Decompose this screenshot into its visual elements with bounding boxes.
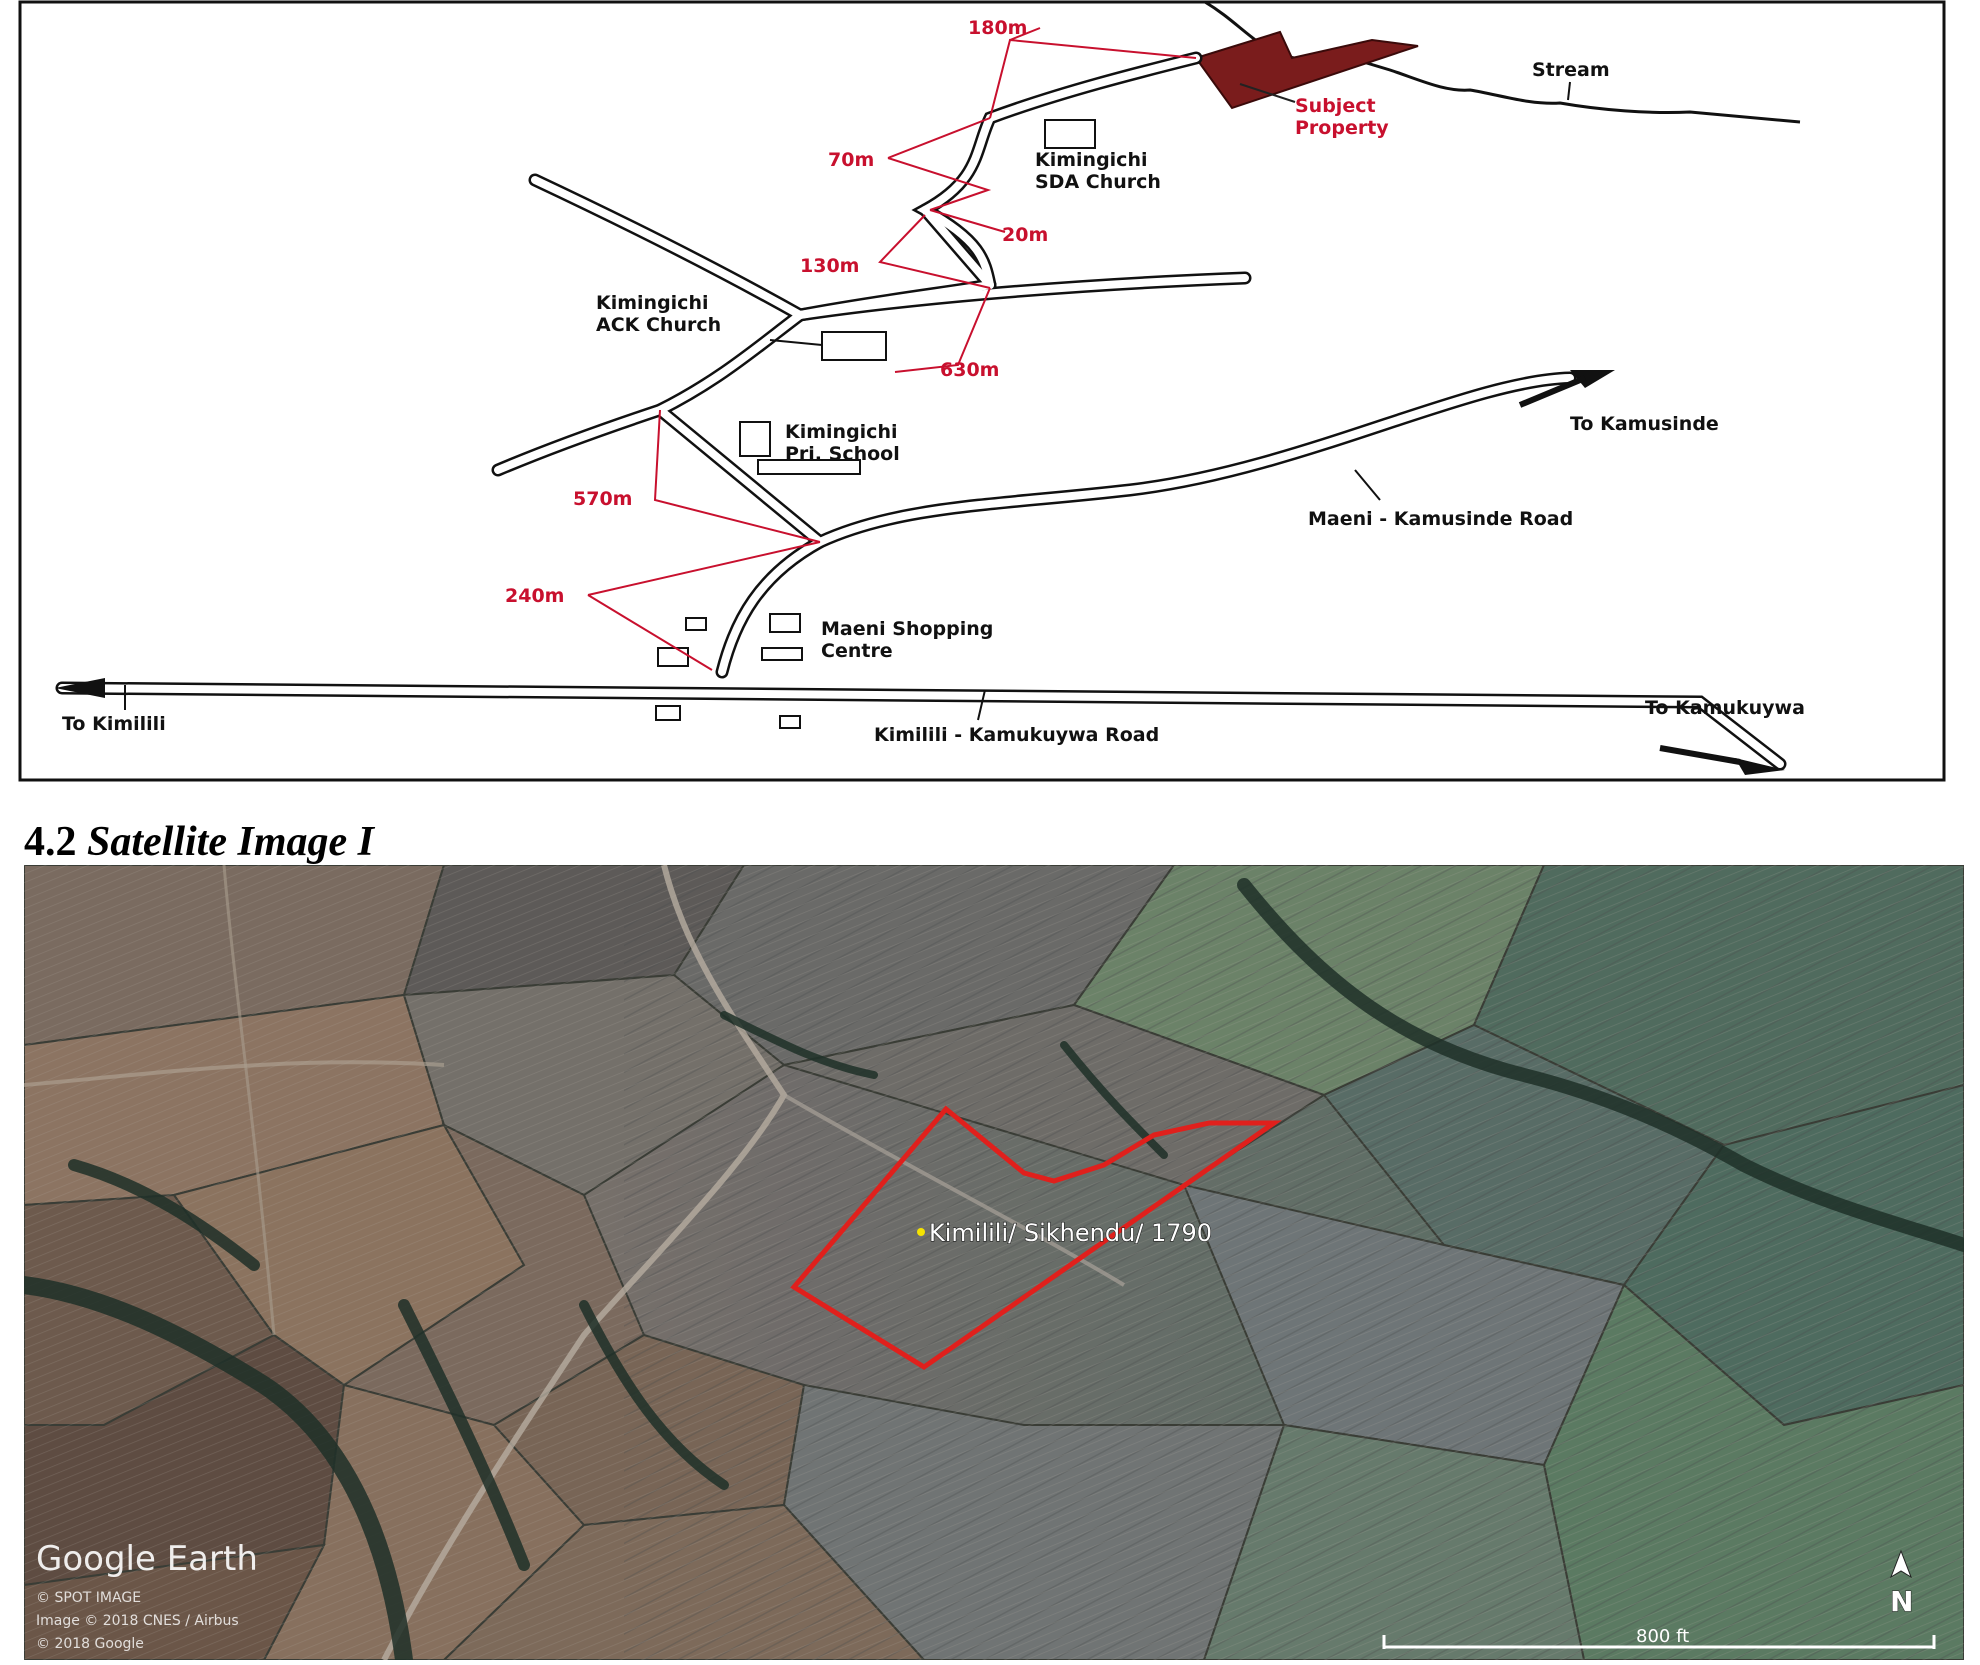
parcel-label: Kimilili/ Sikhendu/ 1790	[929, 1219, 1212, 1247]
subject-property-label: Subject Property	[1295, 95, 1389, 139]
distance-70m: 70m	[828, 149, 874, 171]
arrow-to-kimilili	[55, 678, 105, 698]
to-kamukuywa-label: To Kamukuywa	[1645, 697, 1805, 719]
stream-label-leader	[1567, 81, 1571, 101]
shopping-centre-label: Maeni Shopping	[821, 618, 993, 640]
arrow-to-kamusinde	[1570, 370, 1615, 388]
distance-lines	[587, 27, 1197, 671]
north-arrow-icon: N	[1890, 1549, 1914, 1619]
place-labels: Stream Kimingichi SDA Church Kimingichi …	[62, 59, 1805, 746]
scale-label: 800 ft	[1636, 1626, 1689, 1647]
section-heading: 4.2 Satellite Image I	[24, 818, 374, 866]
credit-spot-image: © SPOT IMAGE	[36, 1590, 141, 1606]
sda-church-label: SDA Church	[1035, 171, 1161, 193]
satellite-image: Kimilili/ Sikhendu/ 1790 Google Earth © …	[24, 865, 1964, 1660]
direction-arrows	[55, 370, 1785, 775]
sda-church-label: Kimingichi	[1035, 149, 1148, 171]
subject-property-label-line: Property	[1295, 117, 1389, 139]
shop-building	[657, 647, 689, 667]
tracks	[24, 865, 1126, 1660]
shop-building	[779, 715, 801, 729]
distance-130m: 130m	[800, 255, 859, 277]
tree-lines	[24, 878, 1964, 1660]
distance-20m: 20m	[1002, 224, 1048, 246]
subject-property-leader	[1239, 83, 1296, 103]
ack-church-label: Kimingichi	[596, 292, 709, 314]
shop-building	[655, 705, 681, 721]
section-number: 4.2	[24, 819, 77, 865]
credit-google: © 2018 Google	[36, 1636, 144, 1652]
buildings	[655, 119, 1096, 729]
pri-school-building	[739, 421, 771, 457]
pri-school-label: Pri. School	[785, 443, 900, 465]
maeni-kamusinde-road-label: Maeni - Kamusinde Road	[1308, 508, 1573, 530]
ack-church-label: ACK Church	[596, 314, 721, 336]
crop-rows-fine	[24, 865, 1964, 1660]
parcel-pin	[917, 1228, 925, 1236]
shop-building	[685, 617, 707, 631]
pri-school-label: Kimingichi	[785, 421, 898, 443]
shop-building	[761, 647, 803, 661]
ack-church-building	[821, 331, 887, 361]
subject-property-parcel	[1194, 30, 1419, 110]
roads	[55, 51, 1787, 771]
distance-630m: 630m	[940, 359, 999, 381]
credit-cnes-airbus: Image © 2018 CNES / Airbus	[36, 1613, 239, 1629]
kimilili-kamukuywa-road-label: Kimilili - Kamukuywa Road	[874, 724, 1159, 746]
to-kimilili-label: To Kimilili	[62, 713, 166, 735]
shopping-centre-label: Centre	[821, 640, 893, 662]
parcel-boundary	[790, 1105, 1282, 1370]
shop-building	[769, 613, 801, 633]
arrow-to-kamukuywa	[1735, 758, 1785, 775]
distance-180m: 180m	[968, 17, 1027, 39]
distance-570m: 570m	[573, 488, 632, 510]
map-frame	[18, 0, 1946, 782]
north-label: N	[1890, 1585, 1913, 1618]
distance-labels: 180m 70m 20m 130m 630m 570m 240m	[505, 17, 1048, 607]
distance-240m: 240m	[505, 585, 564, 607]
sda-church-building	[1044, 119, 1096, 149]
location-sketch-map: 180m 70m 20m 130m 630m 570m 240m Stream …	[18, 0, 1946, 782]
section-title: Satellite Image I	[87, 819, 374, 865]
google-earth-logo: Google Earth	[36, 1539, 258, 1579]
scale-bar: 800 ft	[1382, 1626, 1936, 1649]
stream-label: Stream	[1532, 59, 1610, 81]
to-kamusinde-label: To Kamusinde	[1570, 413, 1719, 435]
pri-school-annex	[757, 459, 861, 475]
subject-property-label-line: Subject	[1295, 95, 1376, 117]
